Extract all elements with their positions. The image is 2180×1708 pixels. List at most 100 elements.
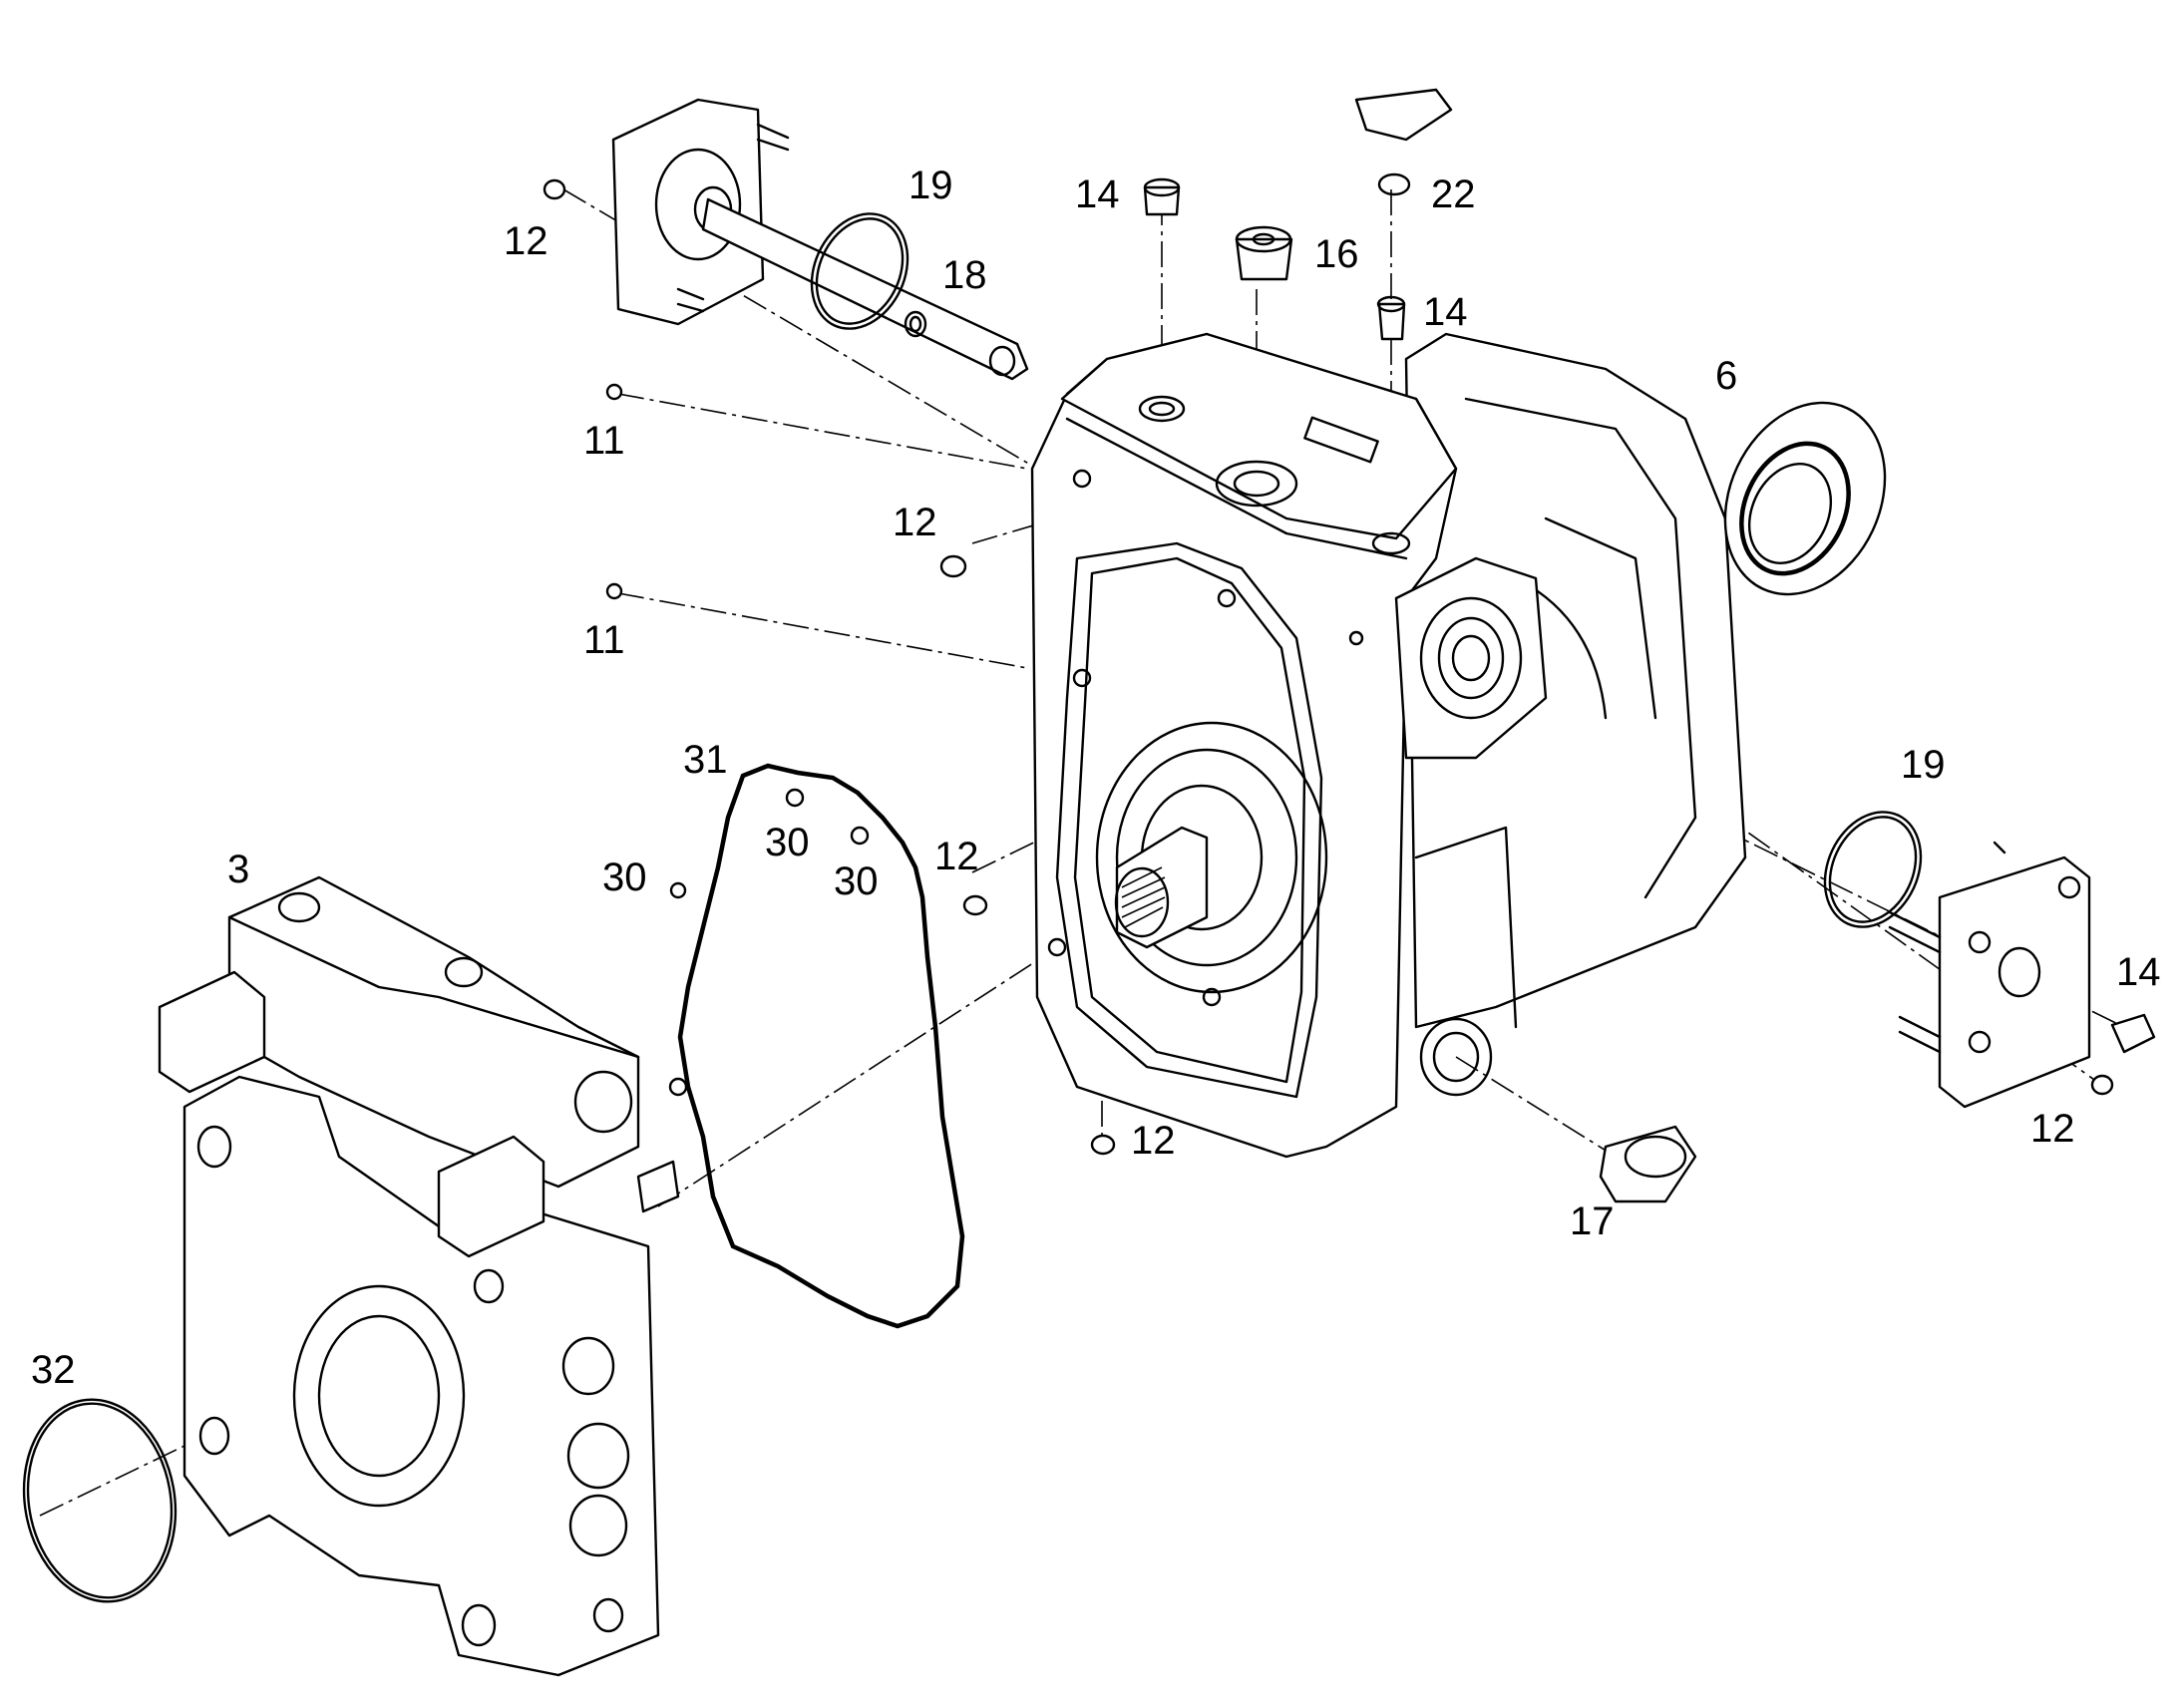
plug-14-right <box>1377 302 1406 341</box>
plug-14-right-cap <box>1376 295 1406 313</box>
control-block-plug-1 <box>566 1422 630 1490</box>
housing-rear-rib <box>1544 516 1657 720</box>
centerline-12-mid <box>971 517 1058 544</box>
seal-18-inner <box>908 315 922 333</box>
port-17 <box>1419 1017 1493 1097</box>
screw-11-a <box>605 383 623 401</box>
front-gasket-groove-inner <box>1073 556 1306 1084</box>
control-block-fitting <box>444 956 484 988</box>
label-part-19-right: 19 <box>1901 743 1946 787</box>
control-block-pin <box>636 1160 680 1213</box>
label-part-30-left: 30 <box>602 855 647 899</box>
centerline-11-upper <box>617 393 1028 470</box>
screw-12-d <box>1090 1134 1116 1156</box>
shaft-seal-6-bore <box>1747 463 1833 564</box>
housing-top-face <box>1060 332 1458 540</box>
label-part-12-front: 12 <box>934 835 979 878</box>
o-ring-19-right <box>1823 811 1923 928</box>
o-ring-19-top <box>810 212 909 330</box>
control-block-bore <box>292 1284 466 1508</box>
gasket-hole-1 <box>785 788 805 808</box>
o-ring-30-left <box>669 881 687 899</box>
top-left-cover-assembly <box>611 98 1029 381</box>
gasket-hole-3 <box>668 1077 688 1097</box>
control-spindle-18 <box>701 197 1029 381</box>
label-part-14-lower-right: 14 <box>2116 950 2161 994</box>
housing-nameplate <box>1303 416 1379 464</box>
o-ring-19-right-inner <box>1828 816 1918 923</box>
control-block-top <box>227 875 640 1189</box>
label-part-6: 6 <box>1715 354 1737 398</box>
right-cover-assembly <box>1888 841 2091 1109</box>
sensor-bracket <box>1354 88 1453 142</box>
spindle-collar <box>988 345 1016 377</box>
o-ring-32 <box>22 1398 178 1603</box>
shaft-seal-6-lip <box>1739 441 1851 576</box>
screw-12-b <box>939 554 967 578</box>
plug-16-socket <box>1252 232 1275 246</box>
front-gasket-groove <box>1055 541 1323 1099</box>
label-part-31: 31 <box>683 738 728 782</box>
top-left-cover-plate <box>611 98 765 326</box>
solenoid-left <box>158 970 266 1094</box>
screw-12-c <box>962 894 988 916</box>
plug-14-lower-right <box>2110 1013 2156 1054</box>
plug-16-cap <box>1235 225 1292 253</box>
label-part-12-top-left: 12 <box>504 219 548 263</box>
control-block-top-edge <box>227 915 640 1059</box>
control-block-hole-4 <box>473 1268 505 1304</box>
control-block-3 <box>158 875 680 1677</box>
port-17-inner <box>1432 1031 1480 1083</box>
label-part-12-bottom: 12 <box>1131 1119 1176 1163</box>
centerline-17 <box>1455 1056 1617 1158</box>
top-left-cover-studs <box>676 123 790 313</box>
control-block-plug-2 <box>568 1494 628 1557</box>
o-ring-22 <box>1377 172 1411 196</box>
shaft-splines <box>1121 866 1166 928</box>
pump-housing <box>1030 332 1747 1159</box>
right-cover-bore <box>1998 946 2041 998</box>
label-part-11-lower: 11 <box>583 618 625 662</box>
label-part-12-mid: 12 <box>893 501 937 544</box>
cylinder-block <box>1115 748 1298 967</box>
screw-11-b <box>605 582 623 600</box>
housing-bolt-holes <box>1047 469 1364 1007</box>
control-block-plug <box>277 891 321 923</box>
side-bore <box>1419 596 1523 720</box>
cylinder-flange <box>1095 721 1328 994</box>
o-ring-32-inner <box>26 1402 174 1599</box>
label-part-16: 16 <box>1314 232 1359 276</box>
screw-12-e <box>2090 1074 2114 1096</box>
port-14-right <box>1371 531 1411 555</box>
label-part-30-middle: 30 <box>765 821 810 864</box>
seal-18 <box>904 310 927 338</box>
centerline-11-lower <box>617 592 1028 669</box>
plug-17-face <box>1624 1135 1687 1179</box>
part-labels: 3 6 11 11 12 12 12 12 12 14 14 14 16 17 … <box>31 164 2161 1392</box>
port-14-top <box>1138 395 1186 423</box>
housing-top-edge <box>1065 417 1408 560</box>
label-part-11-upper: 11 <box>583 419 625 463</box>
label-part-12-right: 12 <box>2030 1107 2075 1151</box>
label-part-17: 17 <box>1570 1199 1615 1243</box>
right-cover-plate <box>1938 855 2091 1109</box>
label-part-18: 18 <box>942 253 987 297</box>
right-cover-studs <box>1888 841 2006 1054</box>
control-block-hole-3 <box>461 1603 497 1647</box>
label-part-14-right: 14 <box>1423 290 1468 334</box>
side-bore-inner <box>1437 616 1505 700</box>
shaft-seal-6 <box>1723 401 1887 596</box>
plug-14-top <box>1143 185 1181 216</box>
control-block-body <box>182 1075 660 1677</box>
housing-rear-body <box>1404 332 1747 1029</box>
housing-side-boss <box>1394 556 1548 760</box>
top-left-cover-boss <box>654 148 742 261</box>
label-part-32: 32 <box>31 1348 76 1392</box>
gasket-hole-2 <box>850 826 870 846</box>
label-part-22: 22 <box>1431 172 1476 216</box>
screw-12-a <box>543 178 566 200</box>
plug-14-top-cap <box>1143 177 1181 197</box>
solenoid-right <box>437 1135 545 1258</box>
o-ring-19-top-inner <box>815 217 905 325</box>
